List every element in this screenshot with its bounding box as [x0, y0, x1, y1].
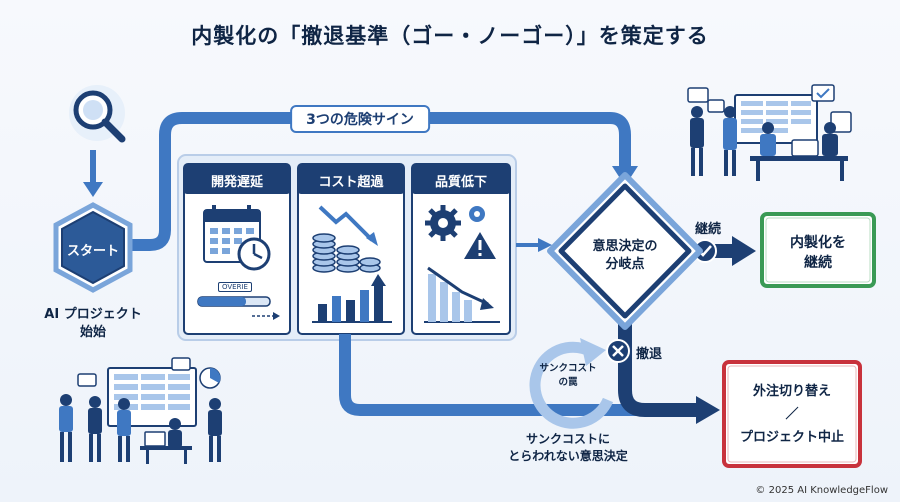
go-box	[760, 212, 876, 288]
cross-icon	[606, 339, 630, 363]
up-bars-icon	[312, 274, 392, 323]
sunk-bottom-line1: サンクコストに	[525, 432, 611, 446]
signs-banner: 3つの危険サイン	[290, 105, 430, 133]
page-title: 内製化の「撤退基準（ゴー・ノーゴー）」を策定する	[191, 24, 709, 48]
start-caption-line1: AI プロジェクト	[44, 307, 142, 322]
panel-quality	[411, 163, 511, 335]
gears-icon	[425, 205, 485, 241]
down-trend-icon	[318, 205, 378, 246]
sunk-cost-path	[339, 334, 690, 416]
go-branch-label: 継続	[694, 222, 722, 237]
clock-icon	[237, 237, 271, 271]
overdue-bar	[197, 296, 280, 320]
start-caption-line2: 始始	[79, 325, 107, 340]
go-box-line1: 内製化を	[790, 235, 846, 251]
coins-icon	[312, 233, 381, 273]
decision-line1: 意思決定の	[592, 239, 658, 254]
arrow-to-decision	[516, 238, 552, 252]
panel-cost-label: コスト超過	[318, 175, 384, 190]
nogo-box-line1: 外注切り替え	[752, 384, 832, 399]
nogo-branch-label: 撤退	[636, 347, 663, 362]
sunk-bottom-line2: とらわれない意思決定	[508, 449, 628, 463]
warning-icon	[464, 232, 496, 259]
nogo-box	[722, 360, 862, 468]
go-box-line2: 継続	[804, 255, 832, 271]
nogo-box-line3: プロジェクト中止	[739, 430, 845, 445]
start-hexagon	[53, 202, 133, 293]
overdue-tag: OVERIE	[218, 282, 252, 292]
team-illustration	[59, 357, 222, 464]
start-label: スタート	[66, 244, 120, 259]
sunk-trap-line2: の罠	[558, 377, 578, 388]
decision-diamond	[547, 172, 703, 330]
sunk-trap-line1: サンクコスト	[539, 363, 597, 374]
footer-copyright: © 2025 AI KnowledgeFlow	[755, 485, 888, 496]
sunk-cost-loop	[529, 338, 614, 429]
magnifier-icon	[69, 85, 126, 143]
nogo-arrow	[618, 312, 720, 424]
panel-delay-label: 開発遅延	[210, 175, 264, 190]
meeting-illustration	[687, 84, 852, 181]
arrow-to-start	[83, 150, 103, 197]
quality-down-chart	[424, 266, 500, 323]
nogo-box-line2: ／	[785, 407, 799, 422]
panel-quality-label: 品質低下	[434, 175, 488, 190]
decision-line2: 分岐点	[605, 257, 645, 272]
